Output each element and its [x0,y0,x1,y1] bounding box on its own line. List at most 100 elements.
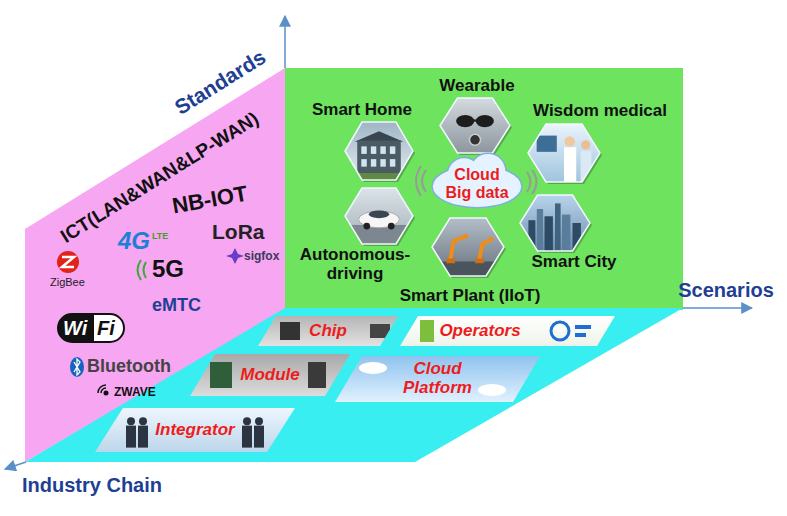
picture-detail [361,159,366,167]
scenario-hexagon-shape [520,195,590,251]
picture-detail [280,322,300,340]
industry-axis [5,462,26,469]
scenario-hexagon: Smart Plant (IIoT) [432,218,504,276]
hexagon-outline [528,124,600,182]
cloud-shape: Cloud Big data [431,154,523,208]
picture-detail [551,322,569,340]
chain-label: Chip [309,322,347,341]
cloud-icon [433,154,521,207]
picture-ground [190,354,350,396]
hexagon-outline [432,218,504,276]
standard-logo-text: LoRa [212,220,265,243]
picture-detail [565,136,575,146]
scenario-label: Smart Plant (IIoT) [400,287,541,306]
picture [440,98,510,153]
chain-label: Integrator [155,421,234,440]
picture-detail [139,417,147,425]
picture-ground [345,188,413,244]
standard-logo-text: 5G [152,256,184,282]
picture-detail [357,141,401,175]
scenario-hexagon-shape [345,122,413,180]
picture-detail [470,134,481,145]
picture-detail [369,210,389,218]
scenarios-panel: ScenariosSmart HomeWearableWisdom medica… [285,68,683,310]
picture-ground [432,218,504,276]
picture-detail [361,146,366,154]
picture-detail [537,136,557,152]
picture-detail [472,119,478,121]
scenario-hexagon-shape [528,124,600,182]
chain-tile: Cloud Platform [335,356,540,402]
panel-fill [285,68,683,310]
picture-ground [440,98,510,153]
picture-detail [254,426,264,448]
picture-detail [581,151,592,182]
picture-detail [371,146,376,154]
hexagon-outline [520,195,590,251]
picture [190,354,350,396]
picture-detail [380,159,385,167]
picture-detail [255,417,263,425]
picture-detail [243,417,251,425]
industry-plane-shape [25,308,683,462]
scenario-label: Smart Home [312,101,412,120]
picture-detail [127,417,135,425]
chain-tile: Module [190,354,350,396]
picture-detail [210,362,232,388]
hexagon-outline [345,188,413,244]
scenario-hexagon-shape [432,218,504,276]
picture-detail [575,333,586,337]
industry-plane: Industry ChainChipOperatorsModuleCloud P… [25,308,683,462]
scenario-hexagon: Smart City [520,195,590,251]
scenario-label: Wearable [439,77,514,96]
picture-detail [478,384,506,396]
standard-logo-text: 4G [118,228,150,254]
picture-detail [433,166,521,207]
picture-detail [363,223,370,230]
picture [528,124,600,182]
picture-detail [564,147,576,182]
picture-detail [450,235,468,261]
picture [258,316,398,346]
standard-logo-text: Bluetooth [87,357,171,377]
axis-label: Scenarios [678,279,774,301]
chain-tile: Chip [258,316,398,346]
scenario-hexagon: Autonomous-driving [345,188,413,244]
picture-detail [575,325,591,329]
standard-logo-text: LTE [152,232,168,242]
picture-detail [476,115,494,127]
scenario-label: Wisdom medical [533,102,667,121]
standard-logo-text: Fi [97,317,115,339]
hexagon-outline [440,98,510,153]
scenarios-axis [683,307,752,309]
standard-logo-text: Wi [63,317,87,339]
picture-ground [335,356,540,402]
picture-detail [371,159,376,167]
picture-detail [446,259,455,264]
picture-ground [345,122,413,180]
scenario-hexagon-shape [440,98,510,153]
scenario-hexagon: Wearable [440,98,510,153]
picture-detail [433,166,521,207]
scenario-label: Smart City [531,253,616,272]
picture-detail [388,223,395,230]
picture-detail [345,173,413,180]
picture [345,122,413,180]
hexagon-outline [345,122,413,180]
picture-detail [355,131,404,141]
picture [335,356,540,402]
zwave-icon [104,391,109,396]
chain-label: Cloud Platform [388,360,488,397]
picture-detail [420,320,434,342]
standard-logo-text: ZigBee [50,276,85,288]
standards-axis [284,16,286,68]
plane-fill [25,308,683,462]
standard-logo-text: ZWAVE [114,386,156,399]
standard-logo-text: eMTC [152,296,201,316]
picture-detail [126,426,136,448]
zigbee-icon [62,257,74,267]
wifi-logo [58,314,94,342]
picture-detail [370,324,390,338]
picture [400,316,615,346]
